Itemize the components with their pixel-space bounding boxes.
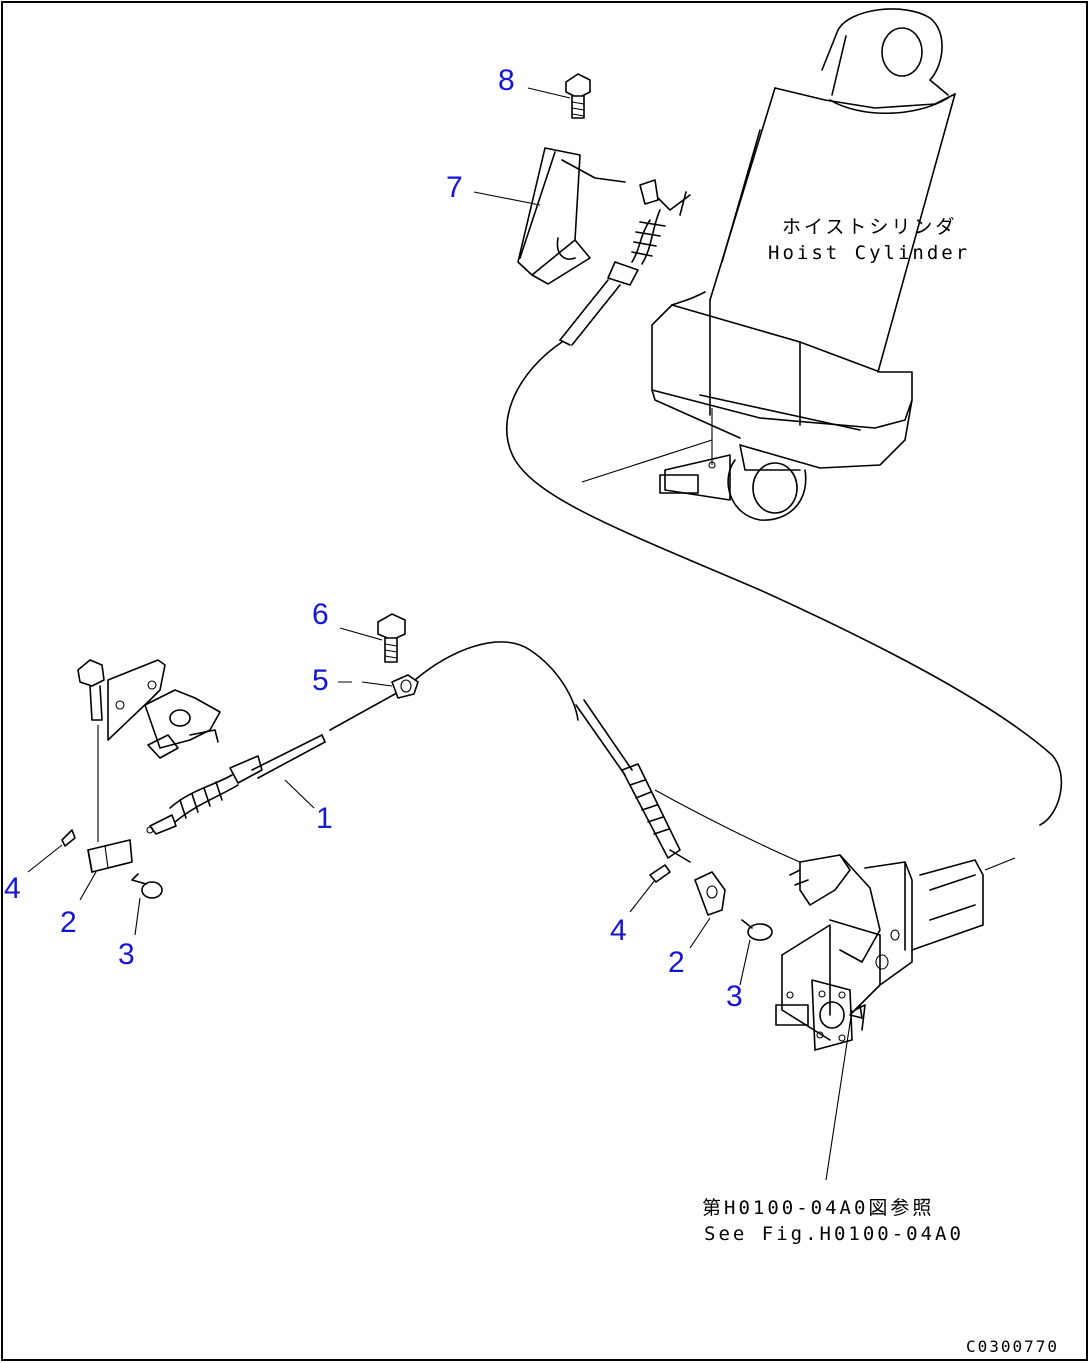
- callout-5: 5: [312, 664, 329, 697]
- cable-right-segment: [575, 699, 801, 863]
- control-cable-1: [146, 641, 579, 835]
- upper-cable-end: [559, 179, 691, 346]
- callout-2-left: 2: [60, 906, 77, 939]
- reference-note-jp: 第H0100-04A0図参照: [702, 1197, 934, 1219]
- drawing-code: C0300770: [966, 1337, 1059, 1356]
- callout-1: 1: [316, 802, 333, 835]
- control-valve: [775, 854, 1016, 1181]
- leader-lines: [27, 87, 751, 986]
- pin-3-right: [741, 919, 773, 941]
- cable-upper-loop: [505, 341, 1063, 826]
- hoist-cylinder: [581, 8, 956, 521]
- callout-4-left: 4: [4, 872, 21, 905]
- hoist-cylinder-label-jp: ホイストシリンダ: [782, 216, 957, 238]
- cotter-4-left: [61, 829, 76, 847]
- pin-3-left: [131, 873, 163, 899]
- bolt-8: [565, 73, 591, 119]
- clamp-5: [391, 674, 419, 699]
- reference-note-en: See Fig.H0100-04A0: [704, 1223, 964, 1245]
- callout-6: 6: [312, 598, 329, 631]
- callout-7: 7: [446, 171, 463, 204]
- callout-4-right: 4: [610, 914, 627, 947]
- lever-bracket: [77, 659, 221, 842]
- callout-3-right: 3: [726, 980, 743, 1013]
- bolt-6: [377, 613, 406, 663]
- callout-3-left: 3: [118, 938, 135, 971]
- clevis-2-left: [87, 839, 133, 873]
- clevis-2-right: [694, 871, 726, 916]
- hoist-cylinder-label-en: Hoist Cylinder: [768, 242, 970, 264]
- cotter-4-right: [649, 864, 671, 883]
- callout-8: 8: [498, 64, 515, 97]
- callout-2-right: 2: [668, 946, 685, 979]
- cable-bracket-7: [517, 147, 626, 285]
